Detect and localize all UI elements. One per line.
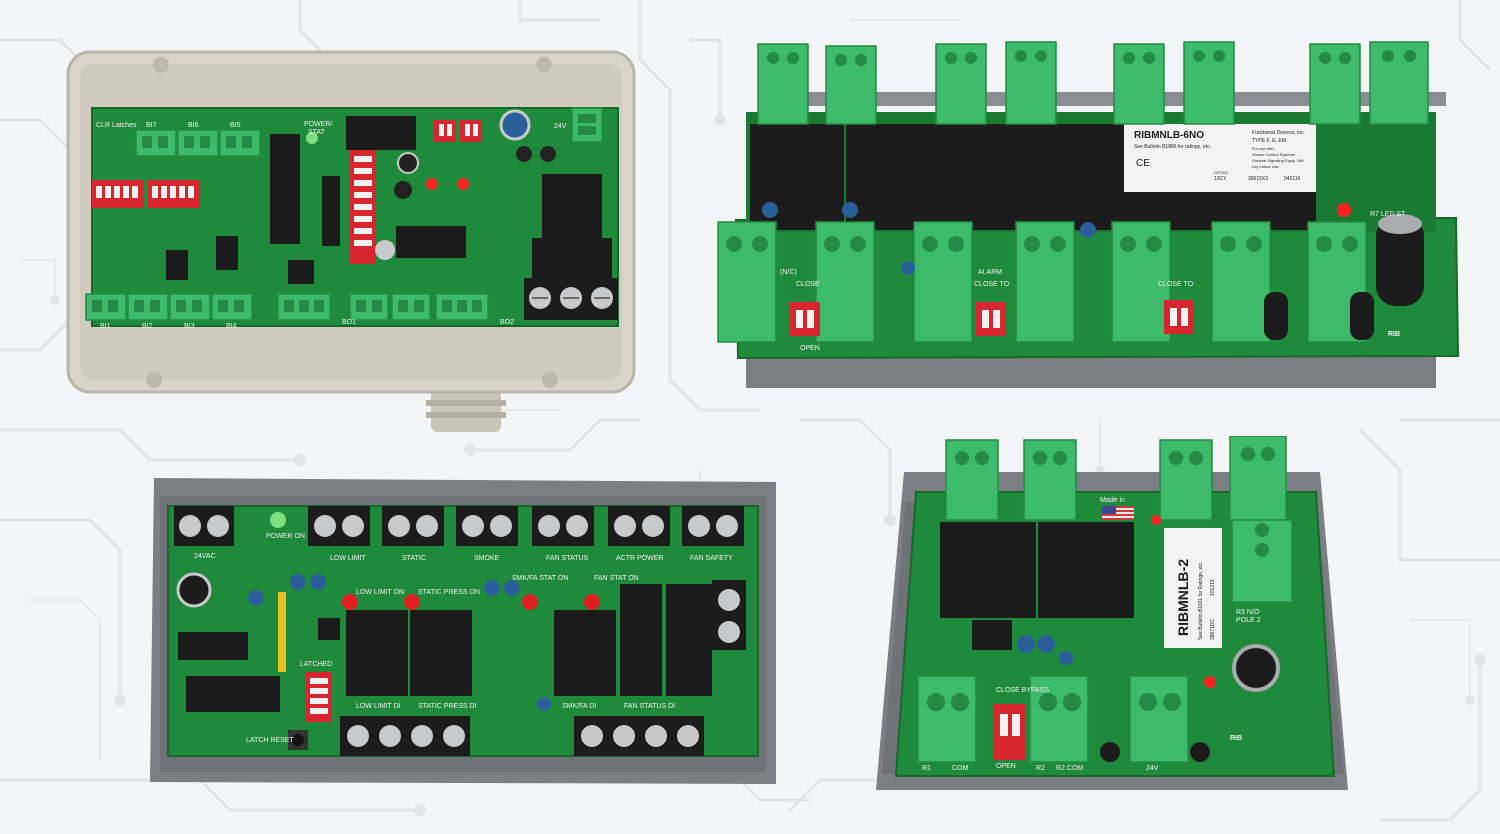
label-r2: R2 bbox=[1036, 765, 1045, 772]
sticker-code2: 101216 bbox=[1210, 579, 1216, 596]
label-fan-stat-on: FAN STAT ON bbox=[594, 575, 639, 582]
label-close-3: CLOSE TO bbox=[1158, 281, 1194, 288]
label-smoke: SMOKE bbox=[474, 555, 500, 562]
label-power-on: POWER ON bbox=[266, 533, 305, 540]
sticker-ce: CE bbox=[1136, 158, 1150, 169]
sticker-use2: Smoke Control Systems bbox=[1252, 152, 1295, 157]
label-close-1: CLOSE bbox=[796, 281, 820, 288]
label-com: COM bbox=[952, 765, 969, 772]
ribmnlb-2-board: Made in RIBMNLB-2 See Bulletin B1811 for… bbox=[876, 436, 1348, 792]
label-smk-fa-stat-on: SMK/FA STAT ON bbox=[512, 575, 568, 582]
label-close-2: CLOSE TO bbox=[974, 281, 1010, 288]
sticker-code1: 39671DC bbox=[1210, 618, 1216, 640]
sticker-model: RIBMNLB-2 bbox=[1175, 559, 1191, 636]
label-clr-latches: CLR Latches bbox=[96, 122, 137, 129]
sticker-use3: General Signaling Equip. NM bbox=[1252, 158, 1304, 163]
sticker-code2: 042116 bbox=[1284, 176, 1301, 182]
label-low-limit-on: LOW LIMIT ON bbox=[356, 589, 404, 596]
sticker-bulletin: See Bulletin B1811 for Ratings, etc. bbox=[1198, 561, 1204, 640]
label-r3-no: R3 N/O bbox=[1236, 609, 1260, 616]
sticker-use1: For use with bbox=[1252, 146, 1274, 151]
label-low-limit-di: LOW LIMIT DI bbox=[356, 703, 401, 710]
rib-logo: RIB bbox=[1388, 331, 1400, 338]
label-latch-reset: LATCH RESET bbox=[246, 737, 294, 744]
sticker-use4: Dry Indoor Use bbox=[1252, 164, 1280, 169]
label-led-status: R7 LED ST bbox=[1370, 211, 1406, 218]
label-fan-status: FAN STATUS bbox=[546, 555, 588, 562]
label-bi6: BI6 bbox=[188, 122, 199, 129]
label-close-bypass: CLOSE BYPASS bbox=[996, 687, 1050, 694]
label-smk-fa-di: SMK/FA DI bbox=[562, 703, 596, 710]
ribmnlb-6no-board: RIBMNLB-6NO See Bulletin B1886 for ratin… bbox=[716, 40, 1468, 396]
label-24v: 24V bbox=[554, 123, 567, 130]
sticker-listed-code: 13CY bbox=[1214, 176, 1227, 182]
label-bo2: BO2 bbox=[500, 319, 514, 326]
rib-logo: RIB bbox=[1230, 735, 1242, 742]
label-24vac: 24VAC bbox=[194, 553, 216, 560]
label-bi1: BI1 bbox=[100, 323, 111, 330]
sticker-listed: LISTED bbox=[1214, 170, 1228, 175]
label-bi7: BI7 bbox=[146, 122, 157, 129]
label-actr-power: ACTR POWER bbox=[616, 555, 663, 562]
label-stat: STAT bbox=[308, 129, 326, 136]
enclosure-relay-board: CLR Latches BI7 BI6 BI5 BI1 BI2 BI3 BI4 … bbox=[66, 50, 638, 436]
label-open: OPEN bbox=[996, 763, 1016, 770]
din-rail-relay-board-icon: RIBMNLB-6NO See Bulletin B1886 for ratin… bbox=[717, 41, 1460, 388]
label-open: OPEN bbox=[800, 345, 820, 352]
label-static: STATIC bbox=[402, 555, 426, 562]
sticker-type: TYPE F, G, EM bbox=[1252, 138, 1286, 144]
din-rail-relay-board-small-icon: Made in RIBMNLB-2 See Bulletin B1811 for… bbox=[876, 436, 1348, 790]
label-bi2: BI2 bbox=[142, 323, 153, 330]
smoke-control-relay-board-icon: POWER ON 24VAC LOW LIMIT STATIC SMOKE FA… bbox=[150, 478, 776, 784]
label-pole-2: POLE 2 bbox=[1236, 617, 1261, 624]
sticker-maker: Functional Devices, Inc. bbox=[1252, 130, 1305, 136]
label-made-in: Made in bbox=[1100, 497, 1125, 504]
label-r2-com: R2 COM bbox=[1056, 765, 1083, 772]
label-power: POWER/ bbox=[304, 121, 332, 128]
sticker-bulletin: See Bulletin B1886 for ratings, etc. bbox=[1134, 144, 1211, 150]
label-static-press-di: STATIC PRESS DI bbox=[418, 703, 477, 710]
smoke-control-relay-board: POWER ON 24VAC LOW LIMIT STATIC SMOKE FA… bbox=[150, 476, 780, 788]
label-24v: 24V bbox=[1146, 765, 1159, 772]
rib-relay-enclosure-icon: CLR Latches BI7 BI6 BI5 BI1 BI2 BI3 BI4 … bbox=[66, 50, 636, 432]
label-fan-safety: FAN SAFETY bbox=[690, 555, 733, 562]
label-low-limit: LOW LIMIT bbox=[330, 555, 367, 562]
label-static-press-on: STATIC PRESS ON bbox=[418, 589, 480, 596]
label-bo1: BO1 bbox=[342, 319, 356, 326]
label-bi4: BI4 bbox=[226, 323, 237, 330]
sticker-model: RIBMNLB-6NO bbox=[1134, 130, 1204, 141]
label-fan-status-di: FAN STATUS DI bbox=[624, 703, 675, 710]
label-latched: LATCHED bbox=[300, 661, 332, 668]
label-nc: (N/C) bbox=[780, 269, 797, 276]
label-alarm: ALARM bbox=[978, 269, 1002, 276]
label-bi3: BI3 bbox=[184, 323, 195, 330]
sticker-code1: 39615X3 bbox=[1248, 176, 1268, 182]
label-bi5: BI5 bbox=[230, 122, 241, 129]
label-r1: R1 bbox=[922, 765, 931, 772]
